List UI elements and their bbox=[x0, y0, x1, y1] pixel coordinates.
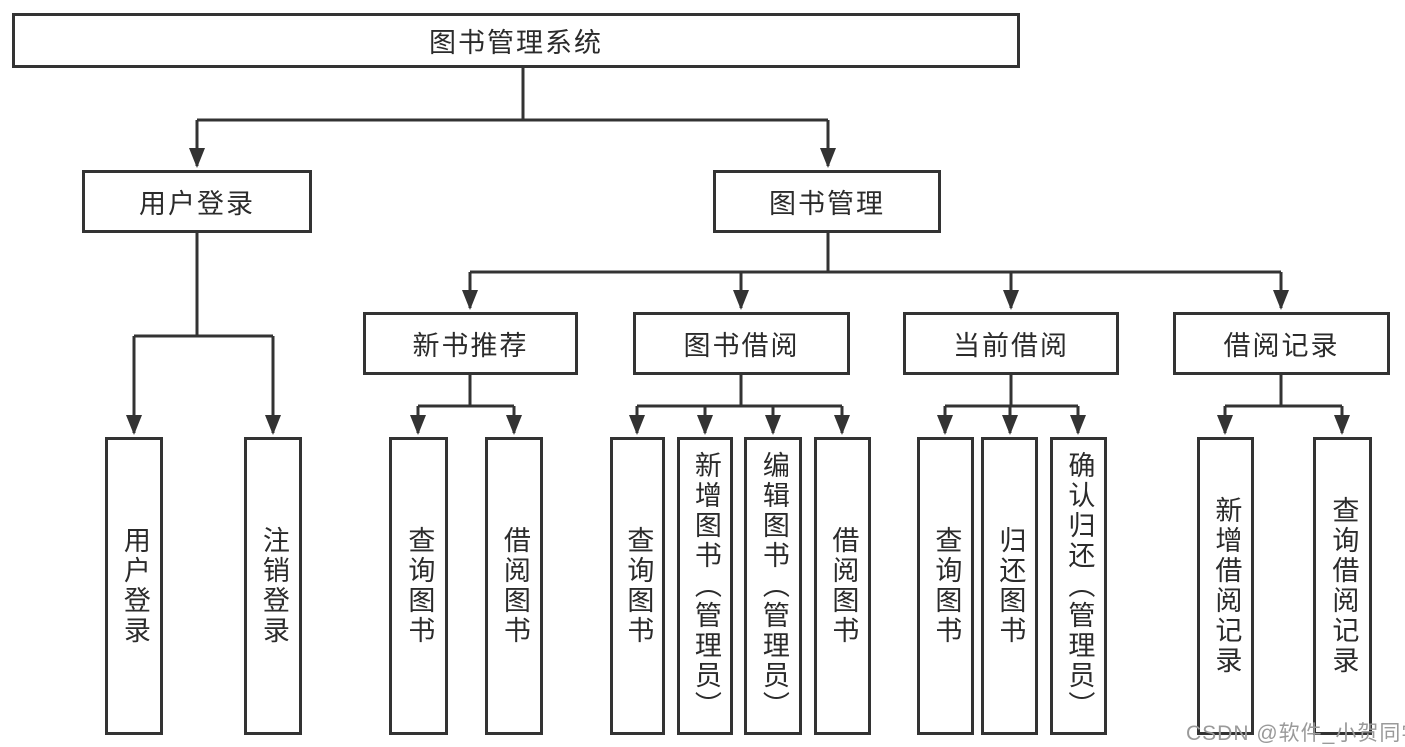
leaf-label: 注销登录 bbox=[258, 526, 289, 646]
leaf-borrow-borrow-books: 借阅图书 bbox=[814, 437, 871, 735]
leaf-label: 借阅图书 bbox=[828, 526, 859, 646]
connector-user-login-children bbox=[126, 233, 281, 435]
connector-book-borrow-children bbox=[629, 375, 850, 435]
leaf-label: 查询借阅记录 bbox=[1328, 496, 1359, 676]
leaf-borrow-add-books-admin: 新增图书（管理员） bbox=[677, 437, 733, 735]
connector-borrow-record-children bbox=[1217, 375, 1350, 435]
connector-root-to-level2 bbox=[189, 68, 836, 168]
leaf-borrow-query-books: 查询图书 bbox=[610, 437, 665, 735]
leaf-label: 查询图书 bbox=[623, 526, 654, 646]
leaf-label: 确认归还（管理员） bbox=[1064, 451, 1095, 721]
leaf-label: 新增借阅记录 bbox=[1211, 496, 1242, 676]
leaf-newbook-borrow-books: 借阅图书 bbox=[485, 437, 543, 735]
leaf-label: 借阅图书 bbox=[499, 526, 530, 646]
leaf-label: 查询图书 bbox=[404, 526, 435, 646]
leaf-newbook-query-books: 查询图书 bbox=[389, 437, 448, 735]
leaf-current-confirm-return-admin: 确认归还（管理员） bbox=[1050, 437, 1107, 735]
leaf-label: 新增图书（管理员） bbox=[690, 451, 721, 721]
node-new-book-recommendation: 新书推荐 bbox=[363, 312, 578, 375]
leaf-label: 归还图书 bbox=[995, 526, 1026, 646]
node-library-management-system: 图书管理系统 bbox=[12, 13, 1020, 68]
node-current-borrowing: 当前借阅 bbox=[903, 312, 1119, 375]
leaf-record-query-borrow-record: 查询借阅记录 bbox=[1313, 437, 1372, 735]
leaf-label: 查询图书 bbox=[931, 526, 962, 646]
node-borrowing-records: 借阅记录 bbox=[1173, 312, 1390, 375]
leaf-logout: 注销登录 bbox=[244, 437, 302, 735]
csdn-watermark: CSDN @软件_小贺同学 bbox=[1186, 722, 1405, 745]
node-label: 新书推荐 bbox=[412, 331, 529, 361]
node-label: 图书管理 bbox=[769, 189, 885, 219]
connector-current-borrow-children bbox=[937, 375, 1086, 435]
node-label: 图书管理系统 bbox=[429, 28, 603, 58]
leaf-current-return-books: 归还图书 bbox=[981, 437, 1038, 735]
node-book-management: 图书管理 bbox=[713, 170, 941, 233]
node-label: 借阅记录 bbox=[1223, 331, 1340, 361]
leaf-user-login: 用户登录 bbox=[105, 437, 163, 735]
node-user-login: 用户登录 bbox=[82, 170, 312, 233]
node-label: 用户登录 bbox=[139, 189, 255, 219]
connector-new-book-children bbox=[410, 375, 522, 435]
leaf-label: 用户登录 bbox=[119, 526, 150, 646]
connector-book-management-children bbox=[462, 233, 1289, 310]
leaf-borrow-edit-books-admin: 编辑图书（管理员） bbox=[744, 437, 802, 735]
node-book-borrowing: 图书借阅 bbox=[633, 312, 850, 375]
leaf-label: 编辑图书（管理员） bbox=[758, 451, 789, 721]
leaf-record-add-borrow-record: 新增借阅记录 bbox=[1197, 437, 1254, 735]
node-label: 当前借阅 bbox=[953, 331, 1069, 361]
leaf-current-query-books: 查询图书 bbox=[917, 437, 974, 735]
node-label: 图书借阅 bbox=[683, 331, 800, 361]
